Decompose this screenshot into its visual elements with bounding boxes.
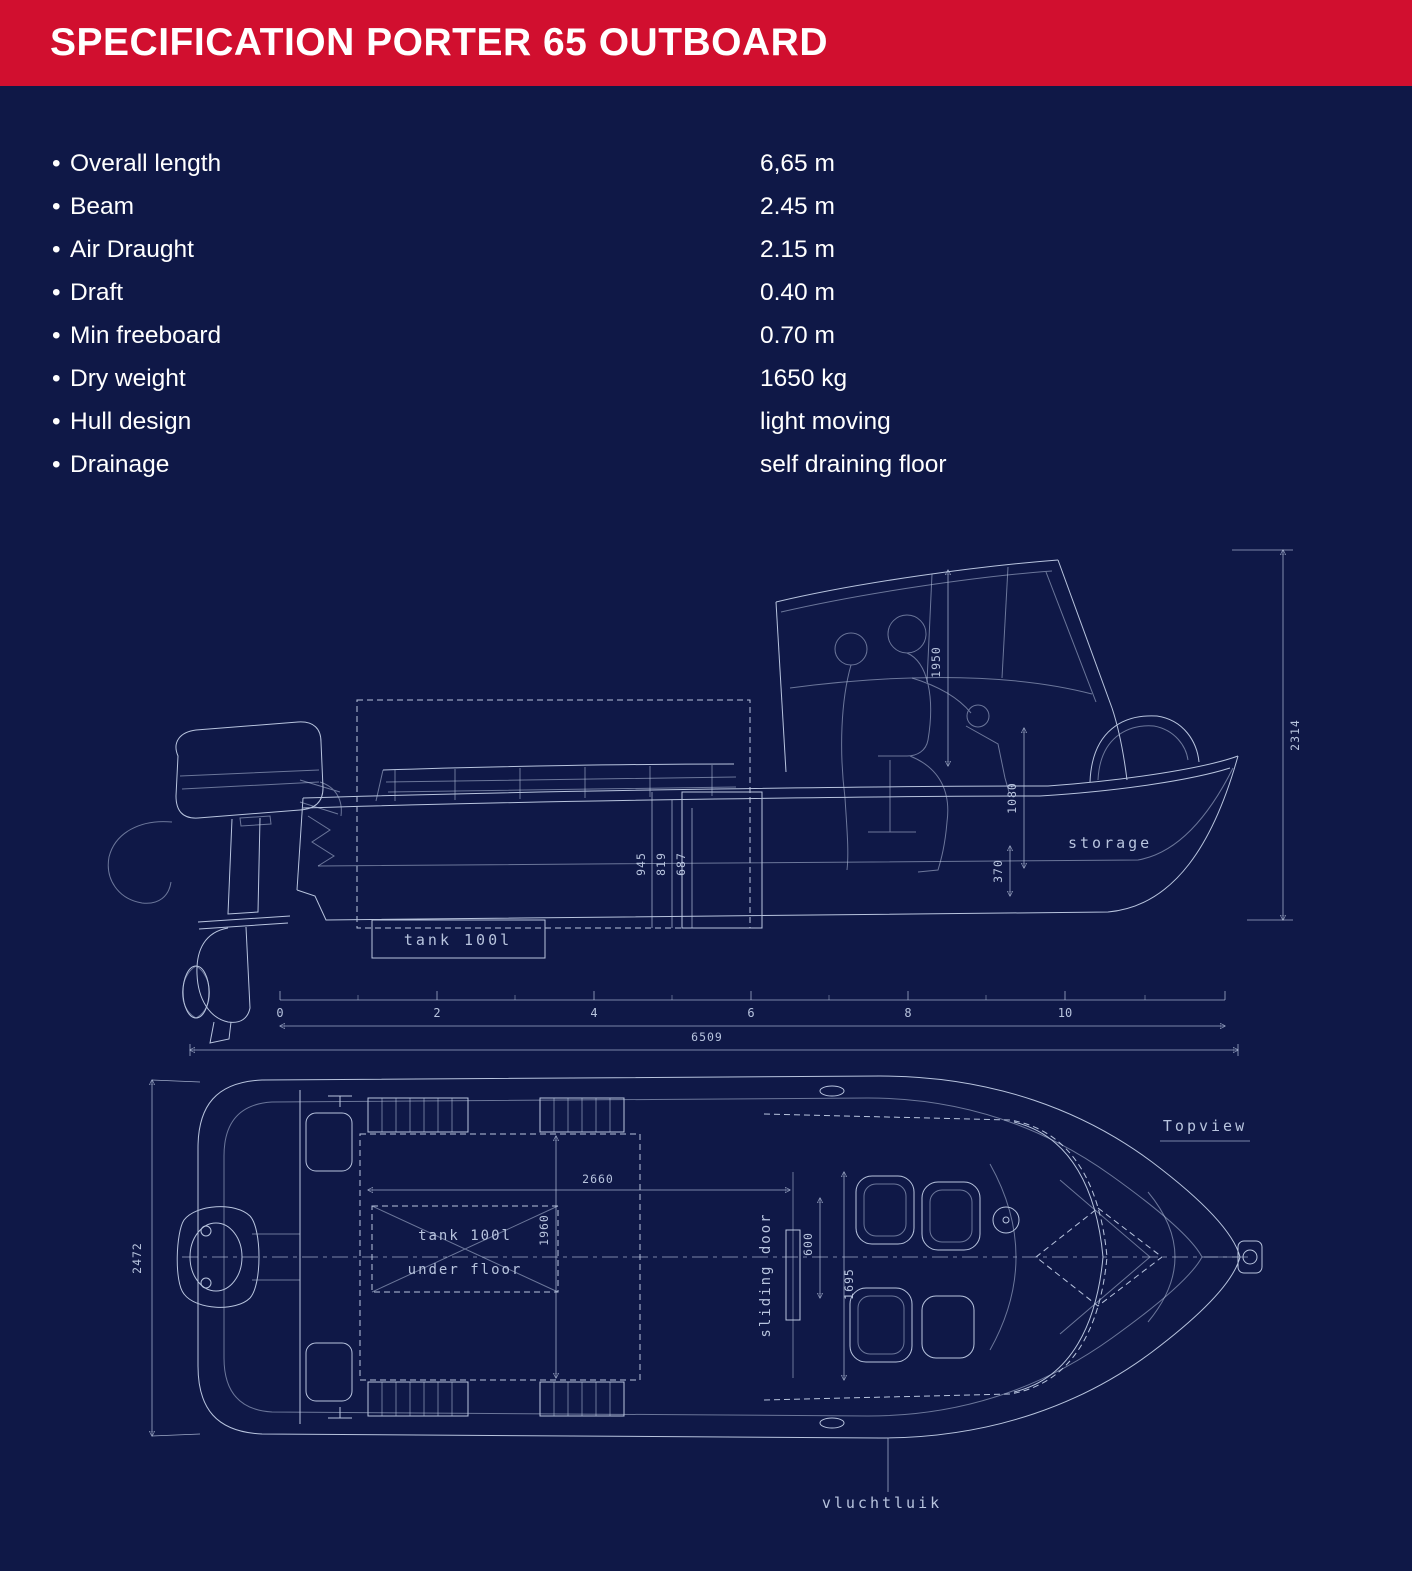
spec-list: • Overall length 6,65 m • Beam 2.45 m • …: [0, 86, 1412, 486]
spec-row: • Beam 2.45 m: [52, 185, 1412, 228]
cleat: [819, 1417, 845, 1429]
storage-label: storage: [1068, 834, 1152, 852]
bullet-icon: •: [52, 364, 61, 392]
spec-row: • Min freeboard 0.70 m: [52, 314, 1412, 357]
spec-row: • Drainage self draining floor: [52, 443, 1412, 486]
spec-label: Dry weight: [70, 364, 186, 392]
spec-label: Drainage: [70, 450, 170, 478]
bullet-icon: •: [52, 149, 61, 177]
spec-value: 1650 kg: [760, 364, 848, 392]
fuel-tank-top: tank 100l under floor: [371, 1205, 559, 1293]
ruler-tick-label: 0: [276, 1006, 283, 1020]
dim-819-label: 819: [654, 852, 668, 876]
ruler-tick-label: 4: [590, 1006, 597, 1020]
side-dimensions: 2314 1950 1080 370 945 819 687: [634, 550, 1302, 928]
spec-label: Min freeboard: [70, 321, 222, 349]
dim-6509-label: 6509: [691, 1030, 723, 1044]
fuel-tank-side: tank 100l: [371, 919, 546, 959]
cabin-plan: sliding door: [758, 1113, 1108, 1401]
wheelhouse: [775, 559, 1128, 781]
dim-1950-label: 1950: [929, 646, 943, 678]
stern-fittings: [305, 1085, 845, 1429]
header-banner: SPECIFICATION PORTER 65 OUTBOARD: [0, 0, 1412, 86]
ruler-tick-label: 10: [1058, 1006, 1072, 1020]
top-view-drawing: 2472: [130, 1044, 1263, 1512]
spec-row: • Dry weight 1650 kg: [52, 357, 1412, 400]
bullet-icon: •: [52, 321, 61, 349]
aft-railing: [375, 763, 737, 802]
cleat: [819, 1085, 845, 1097]
ruler-tick-label: 6: [747, 1006, 754, 1020]
spec-value: 2.15 m: [760, 235, 835, 263]
escape-hatch-callout: vluchtluik: [822, 1438, 942, 1512]
outboard-motor-top: [176, 1206, 300, 1308]
spec-label: Hull design: [70, 407, 192, 435]
dim-2660-label: 2660: [582, 1172, 614, 1186]
sliding-door-label: sliding door: [758, 1212, 774, 1337]
door-opening: [681, 791, 763, 929]
spec-value: self draining floor: [760, 450, 947, 478]
hull-plan: [182, 1075, 1248, 1439]
side-view-drawing: tank 100l storage 2314 1950 1080 3: [107, 550, 1302, 1044]
tank-side-label: tank 100l: [404, 931, 512, 949]
bow-details: [1035, 1179, 1263, 1335]
topview-caption: Topview: [1160, 1117, 1250, 1142]
spec-value: light moving: [760, 407, 891, 435]
spec-label: Beam: [70, 192, 135, 220]
ruler-scale: 0 2 4 6 8 10 6509: [276, 991, 1225, 1044]
spec-value: 6,65 m: [760, 149, 835, 177]
aft-deck-outline: [356, 699, 751, 929]
spec-label: Air Draught: [70, 235, 194, 263]
bullet-icon: •: [52, 278, 61, 306]
topview-label: Topview: [1163, 1117, 1247, 1135]
dim-370-label: 370: [991, 859, 1005, 883]
spec-label: Overall length: [70, 149, 222, 177]
spec-value: 2.45 m: [760, 192, 835, 220]
bullet-icon: •: [52, 235, 61, 263]
spec-label: Draft: [70, 278, 124, 306]
page-title: SPECIFICATION PORTER 65 OUTBOARD: [50, 21, 829, 64]
dim-1695-label: 1695: [842, 1268, 856, 1300]
spec-row: • Hull design light moving: [52, 400, 1412, 443]
steering-wheel: [966, 704, 990, 728]
tank-top-label-1: tank 100l: [418, 1228, 512, 1244]
dim-600-label: 600: [801, 1232, 815, 1256]
top-dimensions-frame: 2472: [130, 1044, 1238, 1436]
dim-687-label: 687: [674, 852, 688, 876]
outboard-motor-side: [107, 721, 342, 1044]
hull-profile: [296, 715, 1239, 921]
dim-2472-label: 2472: [130, 1242, 144, 1274]
spec-value: 0.70 m: [760, 321, 835, 349]
spec-row: • Overall length 6,65 m: [52, 142, 1412, 185]
ruler-tick-label: 2: [433, 1006, 440, 1020]
spec-value: 0.40 m: [760, 278, 835, 306]
bow-fitting: [1237, 1240, 1263, 1274]
steering-wheel-top: [992, 1206, 1020, 1234]
bullet-icon: •: [52, 450, 61, 478]
top-dimensions: 2660 1960 600 1695: [368, 1136, 856, 1380]
dim-2314-label: 2314: [1288, 719, 1302, 751]
dim-1080-label: 1080: [1005, 782, 1019, 814]
escape-hatch-label: vluchtluik: [822, 1494, 942, 1512]
tank-top-label-2: under floor: [408, 1262, 523, 1278]
seats: [849, 1175, 981, 1363]
dim-1960-label: 1960: [537, 1214, 551, 1246]
spec-row: • Air Draught 2.15 m: [52, 228, 1412, 271]
ruler-tick-label: 8: [904, 1006, 911, 1020]
dim-945-label: 945: [634, 852, 648, 876]
helmsman-figure: [834, 614, 1010, 873]
bullet-icon: •: [52, 407, 61, 435]
bullet-icon: •: [52, 192, 61, 220]
aft-benches: [359, 1097, 641, 1417]
boat-blueprint: tank 100l storage 2314 1950 1080 3: [107, 530, 1302, 1512]
spec-row: • Draft 0.40 m: [52, 271, 1412, 314]
